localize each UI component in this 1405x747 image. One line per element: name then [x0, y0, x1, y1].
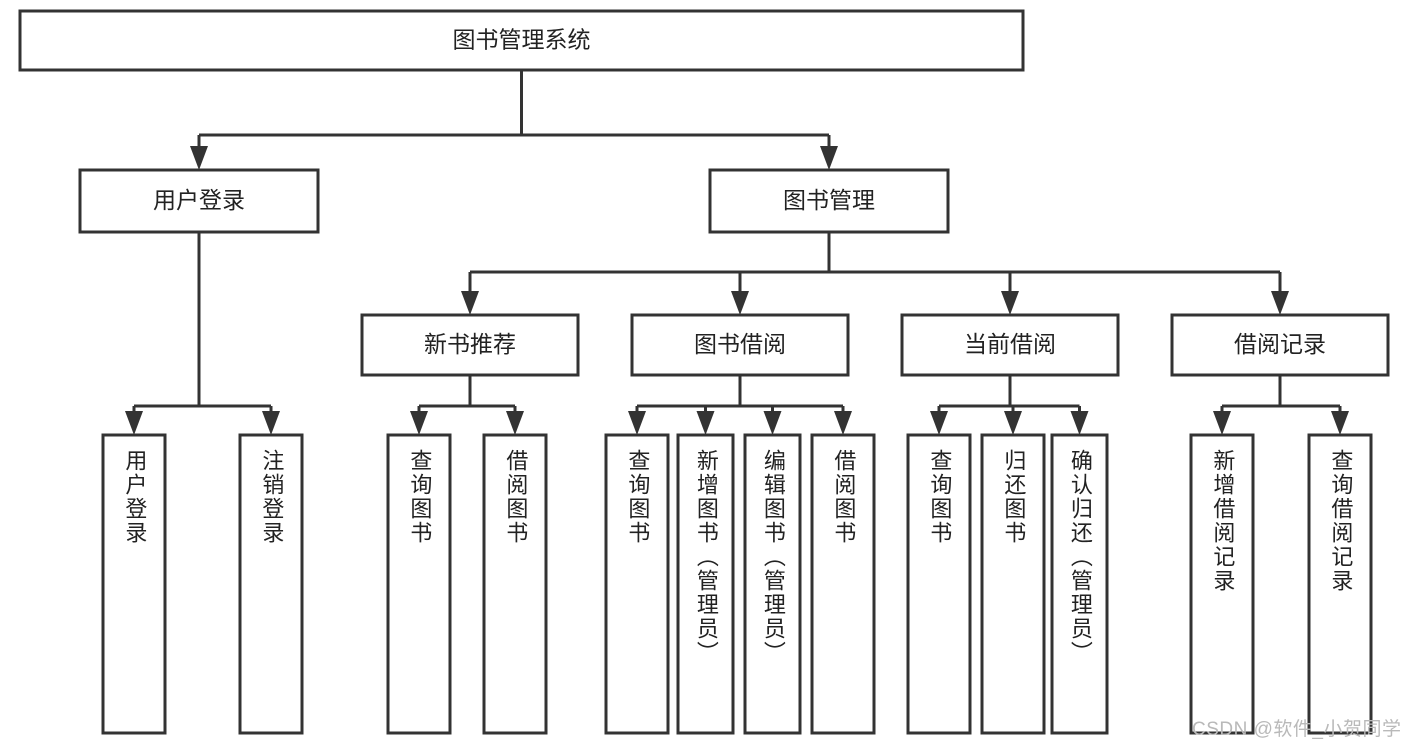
node-root[interactable]: 图书管理系统	[18, 9, 1025, 72]
node-box-borrow[interactable]	[630, 313, 850, 377]
node-leaf-10[interactable]	[980, 433, 1046, 735]
arrow-head-leaf-10	[1004, 411, 1022, 435]
node-box-leaf-8[interactable]	[810, 433, 876, 735]
node-box-leaf-13[interactable]	[1307, 433, 1373, 735]
arrow-head-leaf-2	[262, 411, 280, 435]
arrow-head-leaf-11	[1070, 411, 1089, 435]
node-label-bookmgmt: 图书管理	[783, 187, 875, 213]
arrow-head-leaf-5	[628, 411, 646, 435]
edge-group-newbook	[410, 375, 524, 435]
node-box-leaf-11[interactable]	[1050, 433, 1109, 735]
node-box-root[interactable]	[18, 9, 1025, 72]
arrow-head-records	[1271, 291, 1289, 315]
edge-group-bookmgmt	[461, 232, 1289, 315]
node-leaf-7[interactable]	[743, 433, 802, 735]
node-login[interactable]: 用户登录	[78, 168, 320, 234]
edge-group-records	[1213, 375, 1349, 435]
node-box-leaf-10[interactable]	[980, 433, 1046, 735]
edges-layer	[125, 70, 1349, 435]
node-box-leaf-7[interactable]	[743, 433, 802, 735]
node-leaf-1[interactable]	[101, 433, 167, 735]
node-leaf-6[interactable]	[676, 433, 735, 735]
node-current[interactable]: 当前借阅	[900, 313, 1120, 377]
node-box-leaf-5[interactable]	[604, 433, 670, 735]
node-label-records: 借阅记录	[1234, 331, 1326, 357]
edge-group-root	[190, 70, 838, 170]
node-box-leaf-3[interactable]	[386, 433, 452, 735]
node-box-current[interactable]	[900, 313, 1120, 377]
node-box-leaf-6[interactable]	[676, 433, 735, 735]
arrow-head-borrow	[731, 291, 749, 315]
arrow-head-bookmgmt	[820, 146, 838, 170]
node-box-leaf-4[interactable]	[482, 433, 548, 735]
node-bookmgmt[interactable]: 图书管理	[708, 168, 950, 234]
node-leaf-3[interactable]	[386, 433, 452, 735]
arrow-head-leaf-1	[125, 411, 143, 435]
arrow-head-current	[1001, 291, 1019, 315]
node-box-leaf-1[interactable]	[101, 433, 167, 735]
node-leaf-9[interactable]	[906, 433, 972, 735]
arrow-head-leaf-12	[1213, 411, 1231, 435]
arrow-head-leaf-4	[506, 411, 524, 435]
node-box-newbook[interactable]	[360, 313, 580, 377]
node-leaf-2[interactable]	[238, 433, 304, 735]
edge-group-current	[930, 375, 1089, 435]
node-box-leaf-12[interactable]	[1189, 433, 1255, 735]
node-label-login: 用户登录	[153, 187, 245, 213]
arrow-head-leaf-8	[834, 411, 852, 435]
edge-group-borrow	[628, 375, 852, 435]
node-box-bookmgmt[interactable]	[708, 168, 950, 234]
node-leaf-12[interactable]	[1189, 433, 1255, 735]
arrow-head-leaf-3	[410, 411, 428, 435]
node-leaf-8[interactable]	[810, 433, 876, 735]
node-label-current: 当前借阅	[964, 331, 1056, 357]
node-box-leaf-9[interactable]	[906, 433, 972, 735]
node-newbook[interactable]: 新书推荐	[360, 313, 580, 377]
node-box-login[interactable]	[78, 168, 320, 234]
node-label-borrow: 图书借阅	[694, 331, 786, 357]
arrow-head-login	[190, 146, 208, 170]
node-box-records[interactable]	[1170, 313, 1390, 377]
node-leaf-13[interactable]	[1307, 433, 1373, 735]
arrow-head-leaf-13	[1331, 411, 1349, 435]
node-label-root: 图书管理系统	[453, 27, 591, 53]
arrow-head-leaf-7	[763, 411, 782, 435]
arrow-head-leaf-6	[696, 411, 715, 435]
node-leaf-5[interactable]	[604, 433, 670, 735]
node-label-newbook: 新书推荐	[424, 331, 516, 357]
arrow-head-leaf-9	[930, 411, 948, 435]
node-leaf-4[interactable]	[482, 433, 548, 735]
edge-group-login	[125, 232, 280, 435]
node-records[interactable]: 借阅记录	[1170, 313, 1390, 377]
node-borrow[interactable]: 图书借阅	[630, 313, 850, 377]
arrow-head-newbook	[461, 291, 479, 315]
node-leaf-11[interactable]	[1050, 433, 1109, 735]
watermark-text: CSDN @软件_小贺同学	[1192, 719, 1402, 740]
node-box-leaf-2[interactable]	[238, 433, 304, 735]
